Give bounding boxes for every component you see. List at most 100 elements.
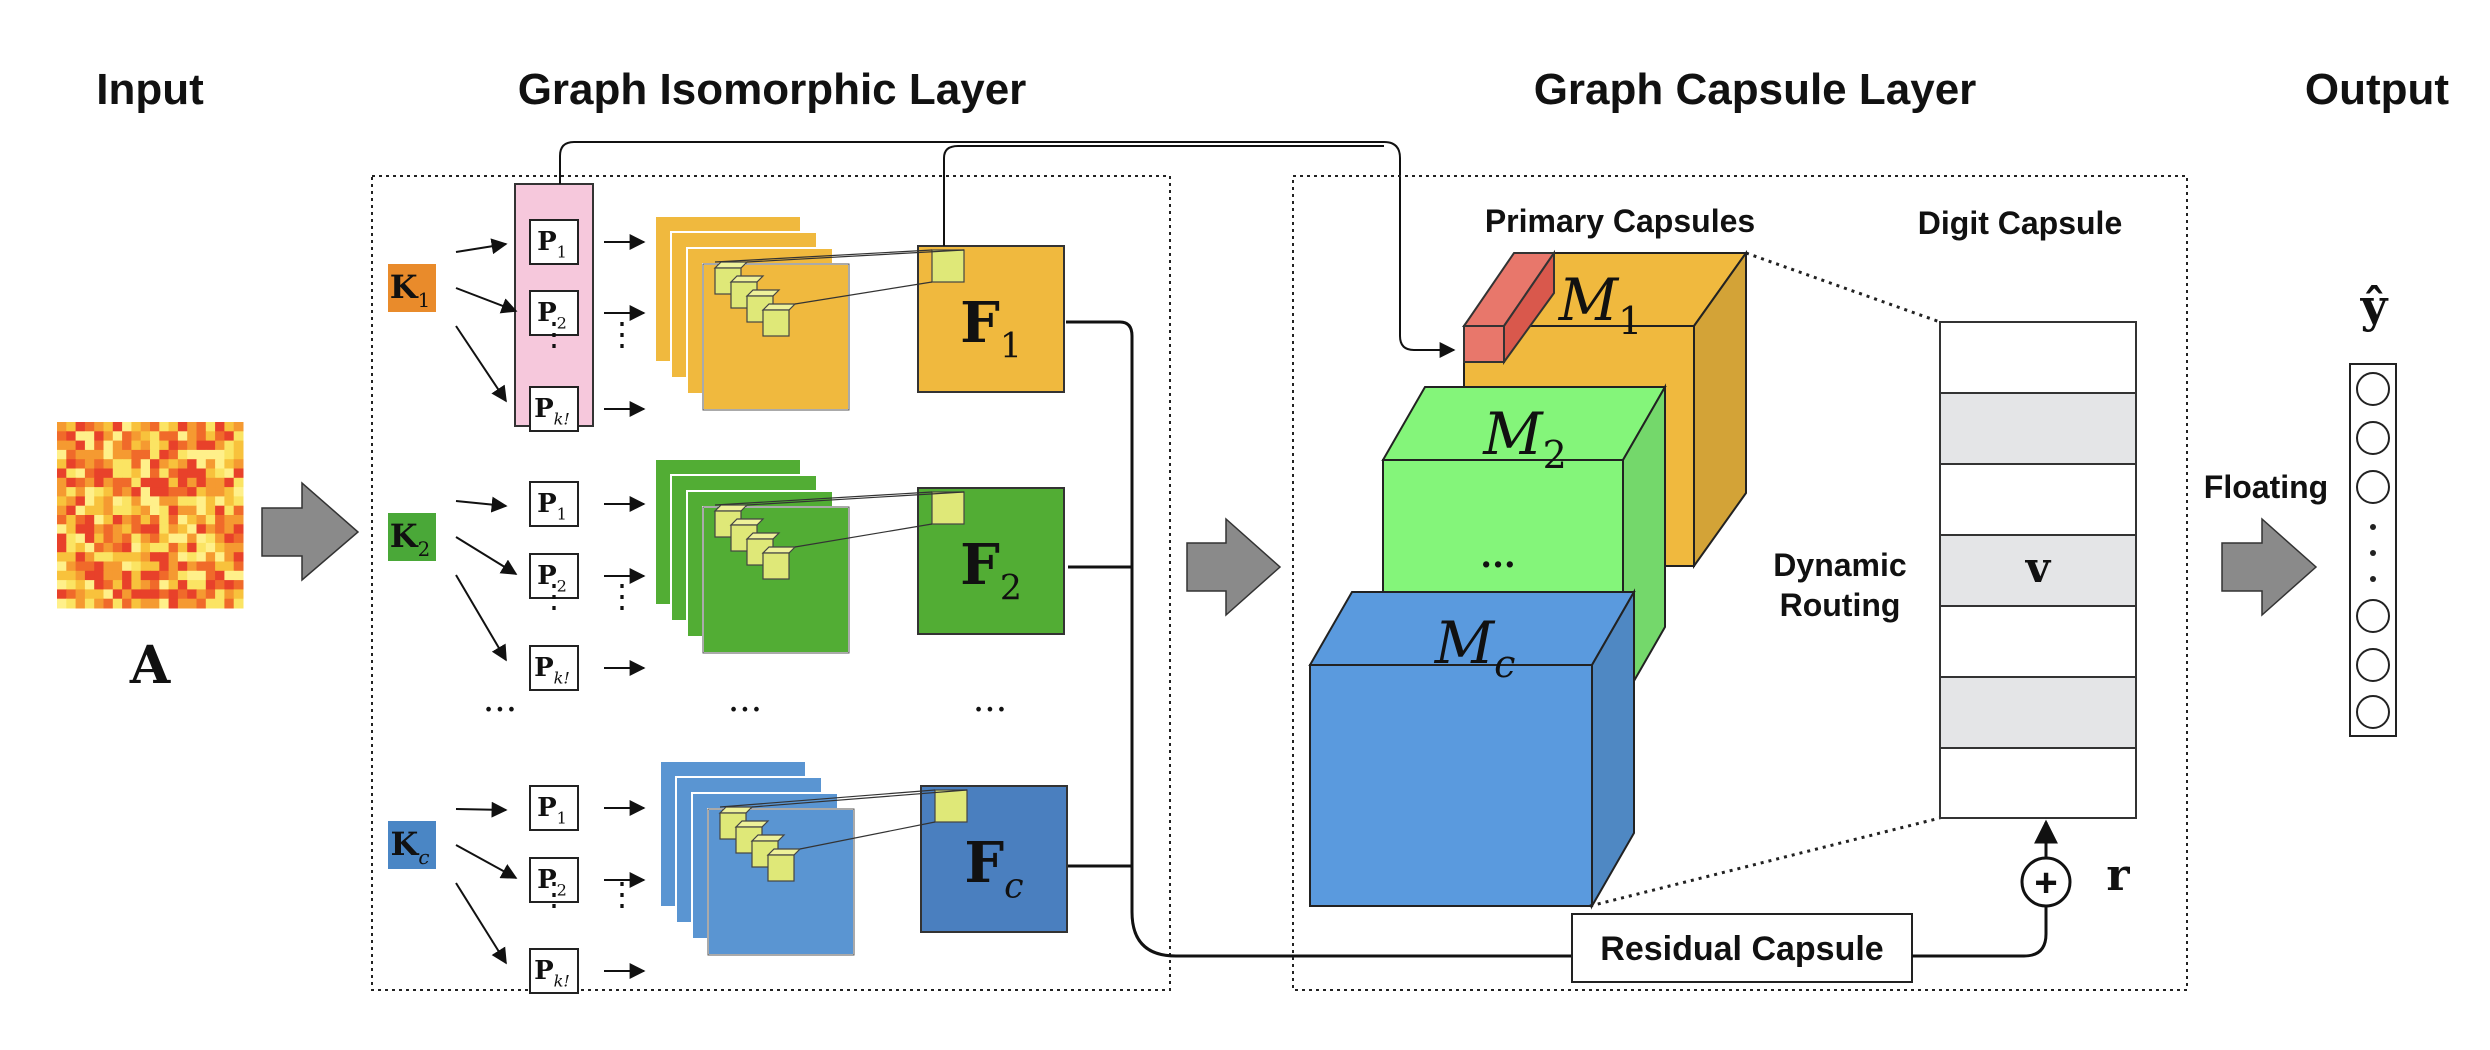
heatmap-cell: [140, 580, 151, 590]
feature-map-front: [702, 263, 850, 411]
heatmap-cell: [233, 589, 244, 600]
heatmap-cell: [196, 580, 207, 590]
heatmap-cell: [84, 515, 95, 525]
heatmap-cell: [196, 542, 207, 553]
heatmap-cell: [94, 570, 104, 581]
heatmap-cell: [75, 505, 86, 516]
heatmap-cell: [66, 496, 77, 507]
heatmap-cell: [112, 515, 123, 525]
heatmap-cell: [224, 515, 235, 525]
heatmap-cell: [150, 524, 160, 535]
heatmap-cell: [122, 431, 132, 442]
heatmap-cell: [103, 468, 114, 479]
heatmap-cell: [177, 431, 188, 442]
heatmap-cell: [168, 505, 179, 516]
heatmap-cell: [103, 533, 114, 544]
heatmap-cell: [84, 552, 95, 562]
f1-connector: [1066, 320, 1572, 958]
heatmap-cell: [112, 580, 123, 590]
heatmap-cell: [84, 459, 95, 469]
heatmap-cell: [187, 570, 197, 581]
adjacency-matrix-heatmap: [57, 422, 244, 609]
heatmap-cell: [224, 580, 235, 590]
capsule-cube-front: [1309, 664, 1593, 907]
k-to-p-arrow: [455, 325, 507, 403]
heatmap-cell: [84, 533, 95, 544]
heatmap-cell: [57, 477, 67, 488]
heatmap-cell: [131, 505, 142, 516]
heatmap-cell: [75, 542, 86, 553]
heatmap-cell: [131, 487, 142, 497]
heatmap-cell: [215, 440, 225, 451]
heatmap-cell: [57, 505, 67, 516]
heatmap-cell: [233, 515, 244, 525]
heatmap-cell: [177, 561, 188, 572]
heatmap-cell: [66, 533, 77, 544]
permutation-label: Pk!: [534, 956, 570, 990]
heatmap-cell: [215, 496, 225, 507]
heatmap-cell: [122, 580, 132, 590]
heatmap-cell: [168, 422, 179, 432]
heatmap-cell: [215, 505, 225, 516]
heatmap-cell: [57, 589, 67, 600]
projection-line: [751, 789, 968, 808]
branch-ellipsis: ···: [483, 690, 517, 731]
heatmap-cell: [215, 570, 225, 581]
heatmap-cell: [177, 449, 188, 460]
feature-output-label: Fc: [964, 830, 1023, 907]
heatmap-cell: [94, 440, 104, 451]
heatmap-cell: [177, 570, 188, 581]
heatmap-cell: [131, 580, 142, 590]
heatmap-cell: [131, 431, 142, 442]
heatmap-cell: [131, 422, 142, 432]
heatmap-cell: [205, 580, 216, 590]
heatmap-cell: [159, 449, 170, 460]
heatmap-cell: [75, 589, 86, 600]
k-to-p-arrow: [455, 844, 518, 879]
heatmap-cell: [168, 440, 179, 451]
heatmap-cell: [168, 570, 179, 581]
feature-patch: [931, 249, 965, 283]
heatmap-cell: [94, 449, 104, 460]
heatmap-cell: [103, 496, 114, 507]
heatmap-cell: [122, 524, 132, 535]
heatmap-cell: [84, 561, 95, 572]
heatmap-cell: [57, 431, 67, 442]
heatmap-cell: [84, 598, 95, 609]
heatmap-cell: [150, 570, 160, 581]
digit-vector-label: v: [2025, 543, 2052, 592]
heatmap-cell: [168, 468, 179, 479]
heatmap-cell: [196, 552, 207, 562]
kernel-cube-top: [729, 518, 765, 526]
heatmap-cell: [66, 431, 77, 442]
heatmap-cell: [66, 570, 77, 581]
heatmap-cell: [131, 589, 142, 600]
heatmap-cell: [112, 422, 123, 432]
heatmap-cell: [140, 561, 151, 572]
heatmap-cell: [122, 533, 132, 544]
heatmap-cell: [122, 422, 132, 432]
heatmap-cell: [215, 449, 225, 460]
heatmap-cell: [196, 468, 207, 479]
heatmap-cell: [205, 487, 216, 497]
output-title: Output: [2305, 65, 2450, 114]
heatmap-cell: [103, 505, 114, 516]
heatmap-cell: [159, 431, 170, 442]
perm-vdots: ⋮: [538, 577, 570, 615]
heatmap-cell: [94, 515, 104, 525]
heatmap-cell: [177, 440, 188, 451]
heatmap-cell: [233, 449, 244, 460]
heatmap-cell: [75, 598, 86, 609]
heatmap-cell: [215, 533, 225, 544]
heatmap-cell: [196, 477, 207, 488]
heatmap-cell: [57, 598, 67, 609]
heatmap-cell: [168, 449, 179, 460]
heatmap-cell: [215, 515, 225, 525]
feature-output-box: [920, 785, 1068, 933]
heatmap-cell: [177, 505, 188, 516]
heatmap-cell: [94, 468, 104, 479]
heatmap-cell: [94, 459, 104, 469]
heatmap-cell: [75, 552, 86, 562]
heatmap-cell: [112, 487, 123, 497]
heatmap-cell: [159, 542, 170, 553]
